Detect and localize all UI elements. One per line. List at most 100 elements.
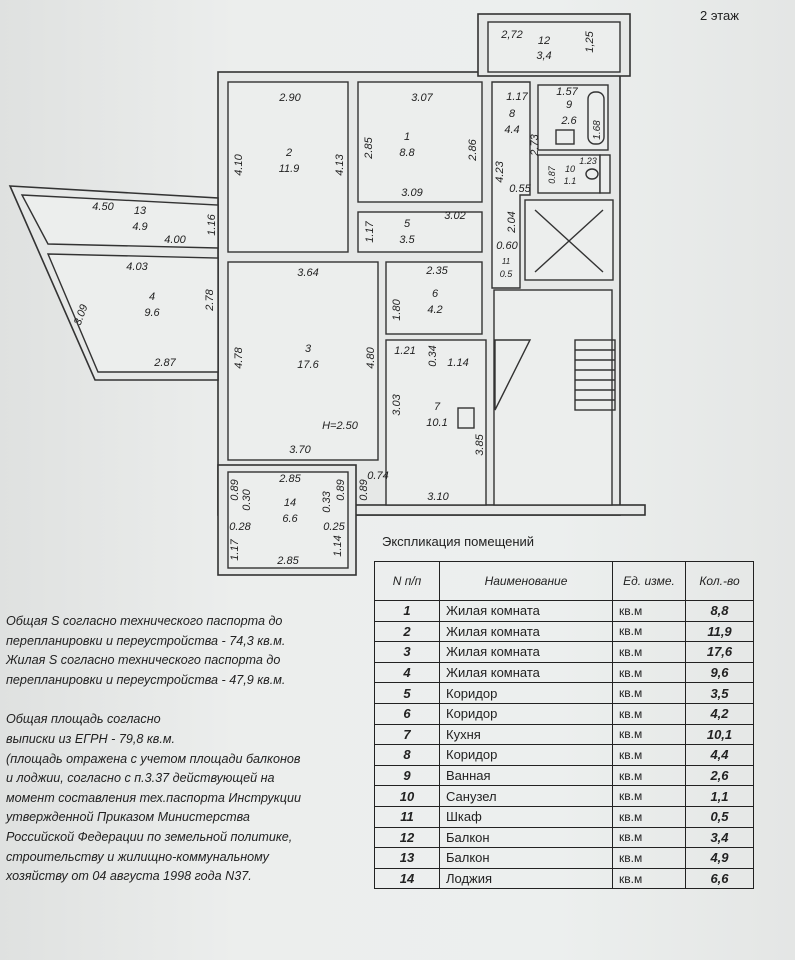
- dimension: 3.10: [427, 491, 449, 503]
- room-number: 3: [305, 343, 312, 355]
- note-line: Общая S согласно технического паспорта д…: [6, 614, 283, 628]
- row-number: 11: [374, 805, 440, 828]
- dimension: 0.89: [335, 479, 347, 500]
- dimension: 4.13: [334, 153, 346, 175]
- dimension: 3.09: [401, 187, 422, 199]
- row-name: Лоджия: [439, 867, 613, 890]
- room-number: 1: [404, 131, 410, 143]
- row-number: 2: [374, 620, 440, 643]
- row-quantity: 8,8: [685, 600, 754, 622]
- dimension: 4.23: [494, 160, 506, 182]
- room-number: 9: [566, 99, 572, 111]
- row-number: 6: [374, 702, 440, 725]
- dimension: 4.80: [365, 346, 377, 368]
- room-2: [227, 81, 349, 253]
- dimension: 4.10: [233, 153, 245, 175]
- room-area: 4.2: [427, 304, 442, 316]
- row-number: 8: [374, 744, 440, 766]
- room-area: 3.5: [399, 234, 415, 246]
- row-number: 10: [374, 785, 440, 807]
- room-7: [385, 339, 487, 506]
- room-3: [227, 261, 379, 461]
- room-5: [357, 211, 483, 253]
- row-number: 13: [374, 847, 440, 869]
- dimension: 0.25: [323, 521, 345, 533]
- fixtures: [457, 91, 616, 429]
- note-line: перепланировки и переустройства - 74,3 к…: [6, 633, 286, 648]
- stairwell: [493, 289, 613, 506]
- dimension: 2.90: [278, 92, 301, 104]
- dimension: 1.23: [579, 156, 597, 166]
- row-unit: кв.м: [612, 661, 686, 684]
- dimension: 2.73: [529, 133, 541, 156]
- room-number: 7: [434, 401, 441, 413]
- room-number: 13: [134, 205, 147, 217]
- dimension: 0.60: [496, 240, 518, 252]
- ceiling-height: H=2.50: [322, 420, 359, 432]
- dimension: 1.80: [391, 298, 403, 320]
- dimension: 0.30: [241, 488, 253, 510]
- room-number: 8: [509, 108, 516, 120]
- row-name: Санузел: [439, 785, 613, 807]
- room-number: 10: [565, 164, 575, 174]
- dimension: 3.64: [297, 267, 318, 279]
- row-name: Кухня: [439, 723, 613, 746]
- room-area: 4.9: [132, 221, 147, 233]
- shaft-cross: [534, 209, 604, 273]
- note-line: выписки из ЕГРН - 79,8 кв.м.: [6, 731, 175, 746]
- tile-area: [599, 154, 611, 194]
- row-unit: кв.м: [612, 620, 686, 643]
- row-name: Балкон: [439, 847, 613, 869]
- stairs-icon: [574, 339, 616, 411]
- room-area: 2.6: [560, 115, 577, 127]
- row-number: 12: [374, 826, 440, 849]
- dimension: 2.85: [276, 555, 299, 567]
- row-quantity: 17,6: [685, 641, 754, 663]
- room-area: 8.8: [399, 147, 415, 159]
- note-line: Жилая S согласно технического паспорта д…: [6, 653, 281, 668]
- row-number: 1: [374, 600, 440, 622]
- dimension: 3.70: [289, 444, 311, 456]
- dimension: 1,25: [584, 30, 596, 52]
- row-quantity: 3,4: [685, 826, 754, 849]
- room-number: 2: [285, 147, 292, 159]
- row-number: 7: [374, 723, 440, 746]
- dimension: 2,72: [500, 29, 522, 41]
- toilet-icon: [585, 168, 599, 180]
- note-line: и лоджии, согласно с п.3.37 действующей …: [6, 771, 275, 786]
- dimension: 0.55: [509, 183, 531, 195]
- dimension: 0.28: [229, 521, 251, 533]
- row-quantity: 9,6: [685, 661, 754, 684]
- dimension: 4.03: [126, 261, 148, 273]
- row-unit: кв.м: [612, 682, 686, 704]
- row-name: Жилая комната: [439, 661, 613, 684]
- rooms: [20, 21, 621, 576]
- room-area: 6.6: [282, 513, 298, 525]
- row-quantity: 11,9: [685, 620, 754, 643]
- room-number: 12: [538, 35, 550, 47]
- bottom-wall: [349, 504, 646, 516]
- row-unit: кв.м: [612, 867, 686, 890]
- row-quantity: 6,6: [685, 867, 754, 890]
- room-area: 4.4: [504, 124, 519, 136]
- dimension: 0.34: [427, 345, 439, 366]
- dimension: 2.86: [467, 138, 479, 161]
- dimension: 1.14: [332, 535, 344, 556]
- row-quantity: 2,6: [685, 764, 754, 787]
- note-line: перепланировки и переустройства - 47,9 к…: [6, 672, 286, 687]
- row-unit: кв.м: [612, 723, 686, 746]
- row-unit: кв.м: [612, 847, 686, 869]
- dimension: 2.35: [425, 265, 448, 277]
- dimension: 1.57: [556, 86, 578, 98]
